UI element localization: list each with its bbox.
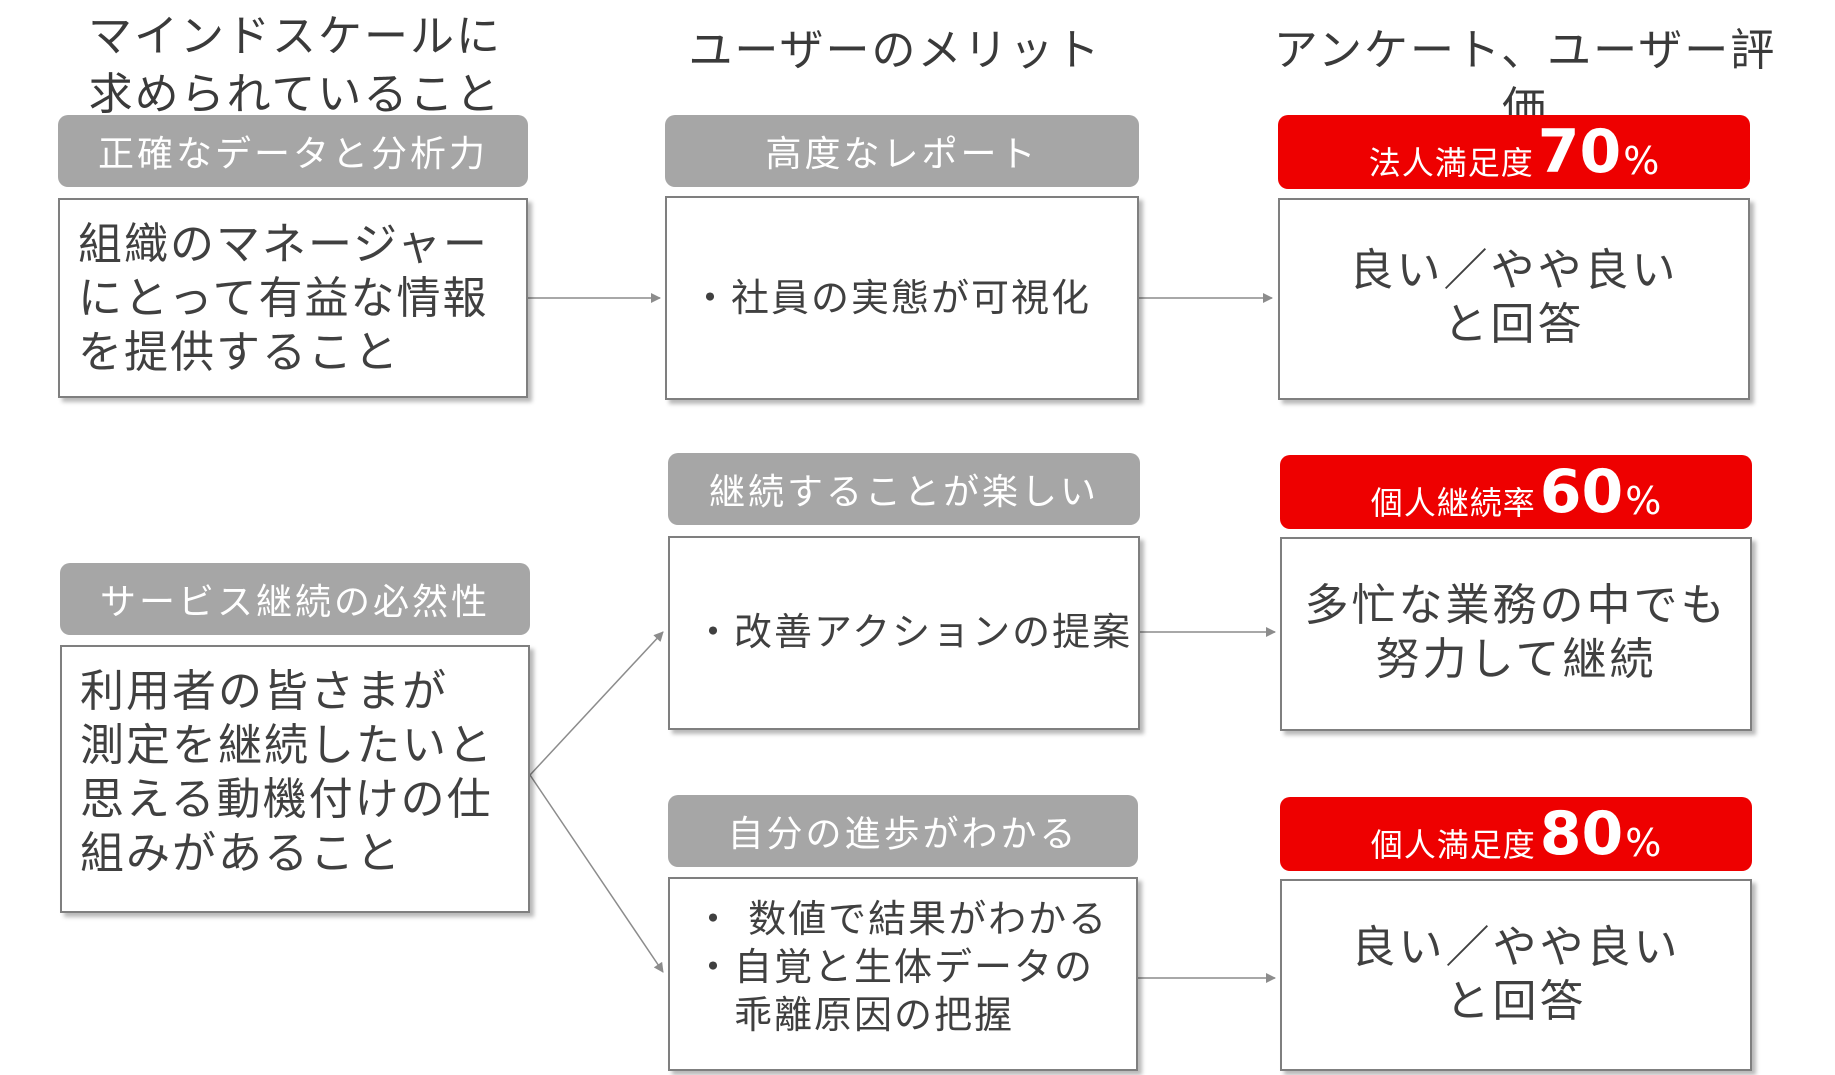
- left-box-motivation-text: 利用者の皆さまが 測定を継続したいと 思える動機付けの仕 組みがあること: [80, 666, 494, 879]
- left-column-title: マインドスケールに 求められていること: [88, 11, 502, 120]
- left-box-motivation: 利用者の皆さまが 測定を継続したいと 思える動機付けの仕 組みがあること: [60, 645, 530, 913]
- arrow-left2-to-mid2: [529, 631, 664, 776]
- right-label-personal-continuation-text: 個人継続率: [1370, 484, 1536, 522]
- middle-column-title: ユーザーのメリット: [688, 25, 1102, 76]
- left-label-accurate-data: 正確なデータと分析力: [58, 115, 528, 187]
- right-label-personal-satisfaction: 個人満足度 80 %: [1280, 797, 1752, 871]
- mid-box-visualization-text: ・社員の実態が可視化: [691, 276, 1092, 320]
- right-box-answer-1-text: 良い／やや良い と回答: [1349, 245, 1679, 350]
- left-box-manager-info-text: 組織のマネージャー にとって有益な情報 を提供すること: [78, 219, 489, 378]
- right-box-answer-3: 良い／やや良い と回答: [1280, 879, 1752, 1071]
- mid-box-visualization: ・社員の実態が可視化: [665, 196, 1139, 400]
- mid-box-improvement-text: ・改善アクションの提案: [694, 610, 1133, 654]
- right-label-personal-continuation-value: 60: [1539, 457, 1624, 527]
- right-label-personal-continuation: 個人継続率 60 %: [1280, 455, 1752, 529]
- right-box-answer-3-text: 良い／やや良い と回答: [1351, 922, 1681, 1027]
- left-box-manager-info: 組織のマネージャー にとって有益な情報 を提供すること: [58, 198, 528, 398]
- left-label-continuity: サービス継続の必然性: [60, 563, 530, 635]
- mid-box-results-text: ・ 数値で結果がわかる ・自覚と生体データの 乖離原因の把握: [694, 897, 1109, 1037]
- right-label-corporate-satisfaction: 法人満足度 70 %: [1278, 115, 1750, 189]
- mid-label-advanced-report: 高度なレポート: [665, 115, 1139, 187]
- right-label-personal-satisfaction-value: 80: [1539, 799, 1624, 869]
- right-label-personal-satisfaction-text: 個人満足度: [1370, 826, 1536, 864]
- arrow-left2-to-mid3: [529, 774, 664, 973]
- right-box-answer-1: 良い／やや良い と回答: [1278, 198, 1750, 400]
- right-box-busy-continue-text: 多忙な業務の中でも 努力して継続: [1304, 580, 1728, 685]
- mid-label-fun-to-continue: 継続することが楽しい: [668, 453, 1140, 525]
- mid-box-improvement: ・改善アクションの提案: [668, 536, 1140, 730]
- right-label-personal-satisfaction-percent: %: [1625, 821, 1662, 865]
- right-label-corporate-satisfaction-text: 法人満足度: [1368, 144, 1534, 182]
- right-label-personal-continuation-percent: %: [1625, 479, 1662, 523]
- right-label-corporate-satisfaction-value: 70: [1537, 117, 1622, 187]
- mid-label-see-progress: 自分の進歩がわかる: [668, 795, 1138, 867]
- mid-box-results: ・ 数値で結果がわかる ・自覚と生体データの 乖離原因の把握: [668, 877, 1138, 1071]
- right-box-busy-continue: 多忙な業務の中でも 努力して継続: [1280, 537, 1752, 731]
- right-label-corporate-satisfaction-percent: %: [1623, 139, 1660, 183]
